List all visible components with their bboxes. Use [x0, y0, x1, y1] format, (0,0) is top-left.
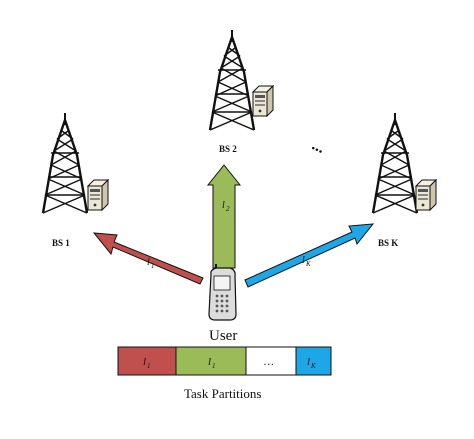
user-label: User: [209, 328, 237, 344]
base-station-k: BS K: [371, 111, 437, 248]
tower-icon: [208, 28, 256, 132]
tower-icon: [41, 111, 89, 215]
svg-text:1: 1: [212, 362, 216, 370]
arrow-label: l: [302, 255, 305, 266]
arrow-to-bs-k: l K: [244, 223, 375, 288]
server-icon: [252, 85, 274, 117]
svg-text:1: 1: [151, 262, 155, 270]
partition-cell: [175, 346, 247, 376]
task-partitions-caption: Task Partitions: [184, 386, 261, 401]
partition-label: l: [208, 356, 211, 368]
svg-text:K: K: [305, 260, 311, 268]
arrow-label: l: [147, 257, 150, 268]
svg-text:1: 1: [147, 362, 151, 370]
arrow-to-bs-1: l 1: [92, 232, 204, 285]
partition-label: l: [307, 356, 310, 368]
partition-label: …: [264, 356, 274, 368]
partition-cell: [295, 346, 332, 376]
bs-label: BS 2: [219, 144, 237, 154]
bs-label: BS 1: [52, 238, 70, 248]
ellipsis: ...: [309, 136, 327, 156]
arrow-to-bs-2: l 2: [206, 164, 242, 269]
phone-icon: [208, 264, 237, 321]
server-icon: [87, 179, 109, 211]
bs-label: BS K: [378, 238, 398, 248]
svg-text:K: K: [310, 362, 316, 370]
partition-label: l: [143, 356, 146, 368]
base-station-2: BS 2: [208, 28, 274, 154]
arrow-label: l: [222, 200, 225, 211]
task-partitions-bar: l 1 l 1 … l K: [117, 346, 332, 376]
base-station-1: BS 1: [41, 111, 109, 248]
tower-icon: [371, 111, 419, 215]
svg-text:2: 2: [226, 205, 230, 213]
partition-cell: [117, 346, 177, 376]
partition-cell: [245, 346, 297, 376]
server-icon: [415, 179, 437, 211]
